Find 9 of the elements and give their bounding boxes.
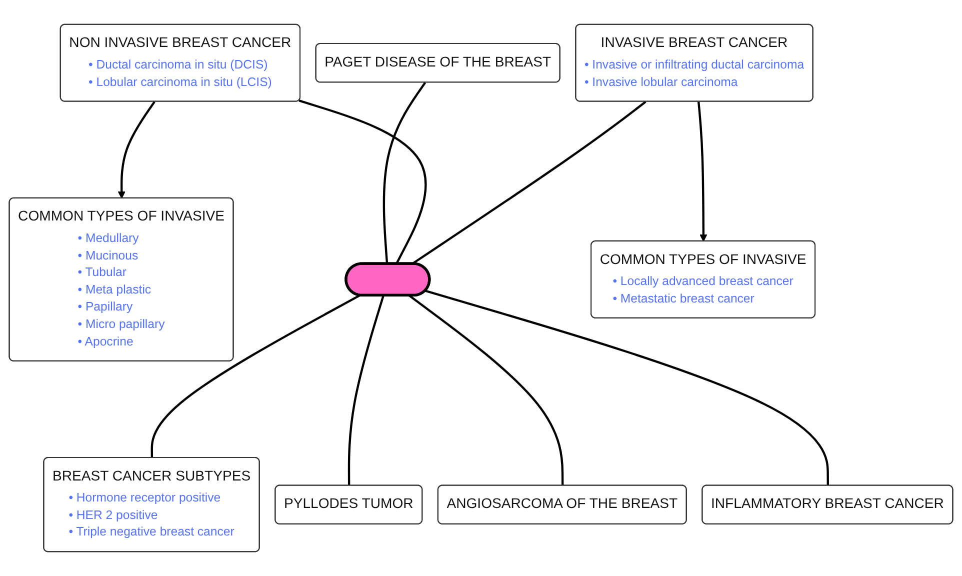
connector — [150, 294, 360, 458]
arrow — [697, 102, 708, 242]
connector — [298, 100, 427, 265]
arrow — [118, 101, 156, 199]
connector — [425, 290, 829, 486]
connector — [382, 82, 426, 264]
connector — [408, 294, 564, 486]
connector — [411, 100, 646, 265]
connector — [348, 295, 384, 486]
